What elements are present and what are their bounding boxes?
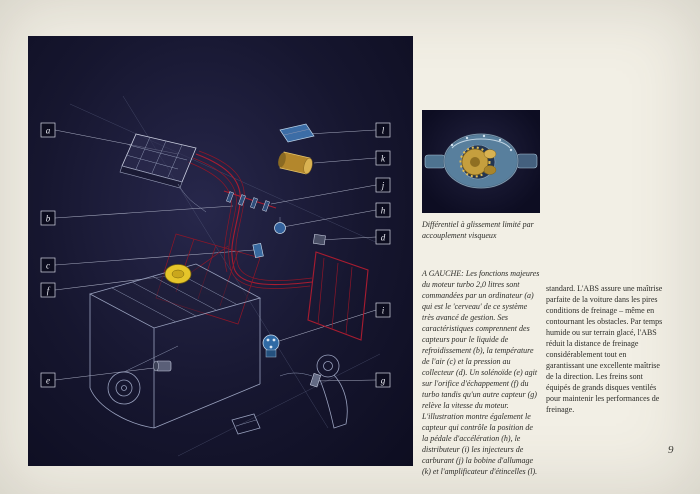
callout-g: g xyxy=(375,372,391,388)
throttle-sensor xyxy=(274,217,286,234)
ecu-computer xyxy=(119,133,207,213)
engine-block xyxy=(88,263,262,429)
bracket xyxy=(231,413,261,435)
differential-figure xyxy=(422,110,540,213)
svg-text:d: d xyxy=(381,233,386,243)
diff-gears xyxy=(459,144,497,180)
ignition-coil xyxy=(278,151,313,175)
body-column-right: standard. L'ABS assure une maîtrise parf… xyxy=(546,284,663,414)
fuel-injectors xyxy=(226,191,270,212)
callout-i: i xyxy=(375,302,391,318)
callout-b: b xyxy=(40,210,56,226)
turbo-downpipe xyxy=(316,354,348,429)
solenoid xyxy=(153,360,172,372)
callout-l: l xyxy=(375,122,391,138)
engine-diagram: a b c f e l k xyxy=(40,95,391,457)
callout-leader-lines xyxy=(54,129,377,382)
svg-text:i: i xyxy=(382,306,385,316)
svg-text:g: g xyxy=(381,376,386,386)
wastegate xyxy=(164,264,192,284)
callout-c: c xyxy=(40,257,56,273)
engine-diagram-figure: a b c f e l k xyxy=(28,36,413,466)
page-number: 9 xyxy=(668,444,674,456)
callout-e: e xyxy=(40,372,56,388)
spark-amplifier xyxy=(279,123,315,143)
svg-text:h: h xyxy=(381,206,386,216)
callout-f: f xyxy=(40,282,56,298)
svg-text:e: e xyxy=(46,376,50,386)
speed-sensor xyxy=(279,372,322,388)
differential-caption: Différentiel à glissement limité par acc… xyxy=(422,220,534,240)
distributor xyxy=(262,334,280,358)
svg-text:j: j xyxy=(381,181,385,191)
intake-manifold-outline xyxy=(307,251,369,341)
differential-illustration xyxy=(424,133,538,189)
body-column-left: A GAUCHE: Les fonctions majeures du mote… xyxy=(422,269,540,476)
callout-h: h xyxy=(375,202,391,218)
callout-d: d xyxy=(375,229,391,245)
svg-text:f: f xyxy=(47,286,51,296)
callout-j: j xyxy=(375,177,391,193)
svg-text:c: c xyxy=(46,261,50,271)
air-temp-sensor xyxy=(252,242,264,259)
svg-text:k: k xyxy=(381,154,386,164)
callout-k: k xyxy=(375,150,391,166)
pressure-sensor xyxy=(313,234,326,246)
wiring-harness xyxy=(185,150,313,289)
svg-text:l: l xyxy=(382,126,385,136)
svg-text:b: b xyxy=(46,214,51,224)
svg-text:a: a xyxy=(46,126,51,136)
callout-a: a xyxy=(40,122,56,138)
